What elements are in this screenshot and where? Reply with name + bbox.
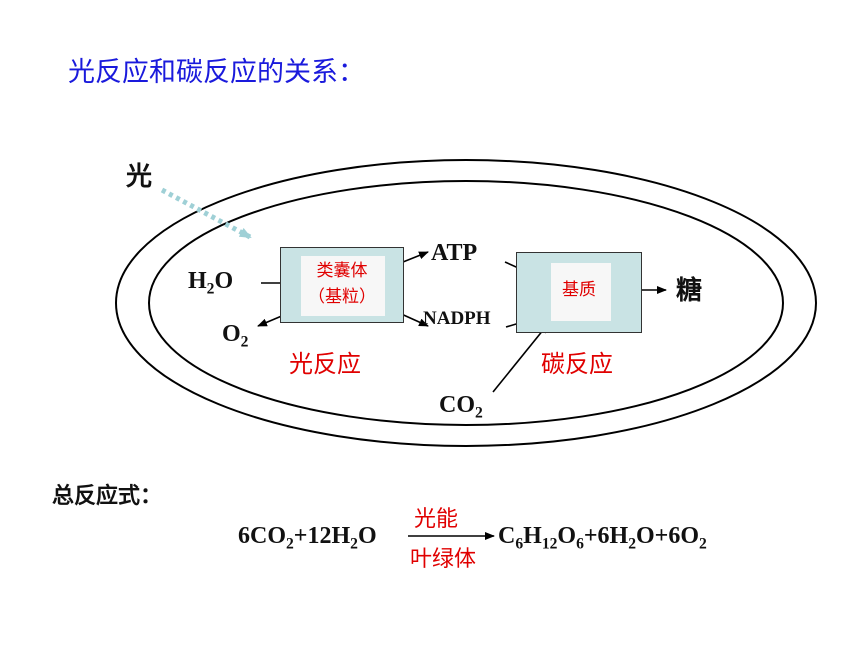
o2-label: O2 (222, 321, 249, 351)
equation-condition-top: 光能 (414, 507, 459, 532)
equation-products: C6H12O6+6H2O+6O2 (498, 523, 707, 553)
arrow-co2-stroma (492, 323, 549, 393)
atp-label: ATP (431, 240, 478, 266)
outer-membrane (115, 159, 817, 447)
h2o-label: H2O (188, 268, 234, 298)
equation-reactants: 6CO2+12H2O (238, 523, 377, 553)
thylakoid-box: 类囊体 （基粒） (280, 247, 404, 323)
nadph-label: NADPH (423, 308, 491, 329)
sugar-label: 糖 (676, 276, 703, 306)
equation-condition-bottom: 叶绿体 (410, 547, 477, 572)
stroma-label: 基质 (562, 280, 596, 300)
stroma-box: 基质 (516, 252, 642, 333)
light-label: 光 (126, 162, 153, 192)
thylakoid-label-line2: （基粒） (308, 287, 376, 307)
thylakoid-label-line1: 类囊体 (316, 261, 368, 281)
inner-membrane (148, 180, 784, 426)
light-reaction-label: 光反应 (289, 350, 361, 378)
light-arrow (160, 187, 252, 240)
equation-heading: 总反应式： (52, 484, 163, 509)
page-title: 光反应和碳反应的关系： (68, 57, 365, 88)
carbon-reaction-label: 碳反应 (541, 350, 613, 378)
co2-label: CO2 (439, 392, 483, 422)
